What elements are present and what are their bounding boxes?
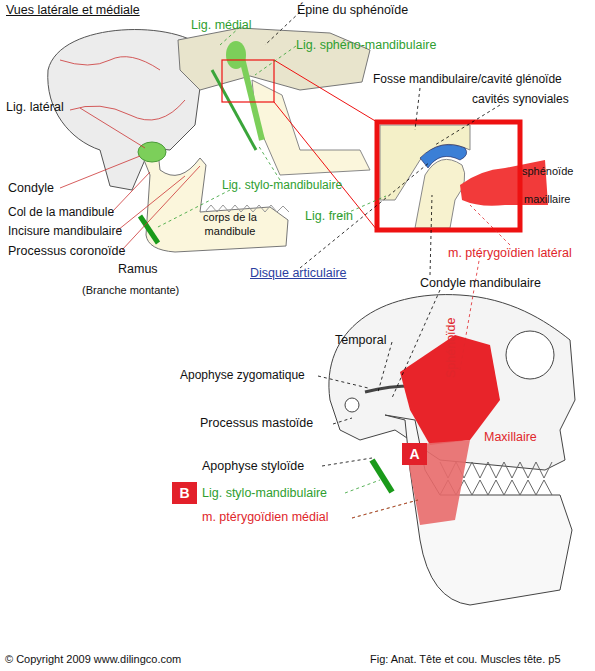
part-label: Lig. stylo-mandibulaire [202, 486, 327, 500]
zoom-lines [274, 60, 377, 230]
part-label: Condyle mandibulaire [420, 276, 541, 290]
part-label: Lig. latéral [6, 100, 64, 114]
stylomandibular-ligament [212, 70, 256, 150]
part-label: corps de la mandibule [190, 210, 270, 238]
part-label: Fosse mandibulaire/cavité glénoïde [373, 72, 562, 86]
part-label: © Copyright 2009 www.dilingco.com [5, 652, 181, 666]
part-label: Ramus [118, 262, 158, 276]
part-label: Apophyse zygomatique [180, 368, 305, 382]
callout-box: A [402, 443, 427, 465]
condyle [415, 159, 465, 228]
mandible-medial [252, 80, 370, 175]
part-label: Maxillaire [484, 430, 537, 444]
part-label: m. ptérygoïdien médial [202, 510, 328, 524]
part-label: Disque articulaire [250, 266, 347, 280]
part-label: Lig. frein [305, 209, 353, 223]
part-label: Temporal [335, 333, 386, 347]
caption: Fig: Anat. Tête et cou. Muscles tête. p5 [370, 652, 561, 666]
part-label: Apophyse styloïde [202, 459, 304, 473]
part-label: Sphénoïde [444, 318, 458, 378]
suture-lines [60, 57, 185, 120]
part-label: Épine du sphénoïde [297, 3, 408, 17]
part-label: Incisure mandibulaire [8, 224, 122, 238]
lateral-ligament [138, 142, 166, 162]
stylomandibular-ligament [140, 216, 158, 243]
part-label: cavités synoviales [472, 92, 569, 106]
part-label: (Branche montante) [82, 283, 179, 297]
part-label: Lig. médial [191, 18, 251, 32]
ear-canal [345, 398, 359, 412]
callout-box: B [172, 482, 197, 504]
stylomandibular-ligament [372, 460, 392, 492]
part-label: Lig. sphéno-mandibulaire [296, 38, 436, 52]
mandible-oblique [385, 415, 572, 605]
teeth [205, 205, 289, 212]
part-label: sphénoïde [522, 164, 573, 178]
mandible-lateral [140, 146, 288, 252]
part-label: m. ptérygoïdien latéral [448, 246, 572, 260]
callout-letter: A [409, 446, 419, 462]
part-label: maxillaire [524, 192, 570, 206]
zoom-frame [222, 60, 274, 102]
medial-pterygoid [405, 440, 470, 525]
part-label: Processus mastoïde [200, 416, 313, 430]
green-leaders [156, 27, 418, 518]
dashed-leaders [156, 12, 510, 518]
callout-letter: B [179, 485, 189, 501]
inset-frame [377, 122, 520, 230]
part-label: Condyle [8, 181, 54, 195]
part-label: Processus coronoïde [8, 244, 125, 258]
part-label: Col de la mandibule [8, 205, 114, 219]
title: Vues latérale et médiale [6, 3, 140, 17]
part-label: Lig. stylo-mandibulaire [222, 178, 342, 192]
orbit [506, 331, 554, 379]
